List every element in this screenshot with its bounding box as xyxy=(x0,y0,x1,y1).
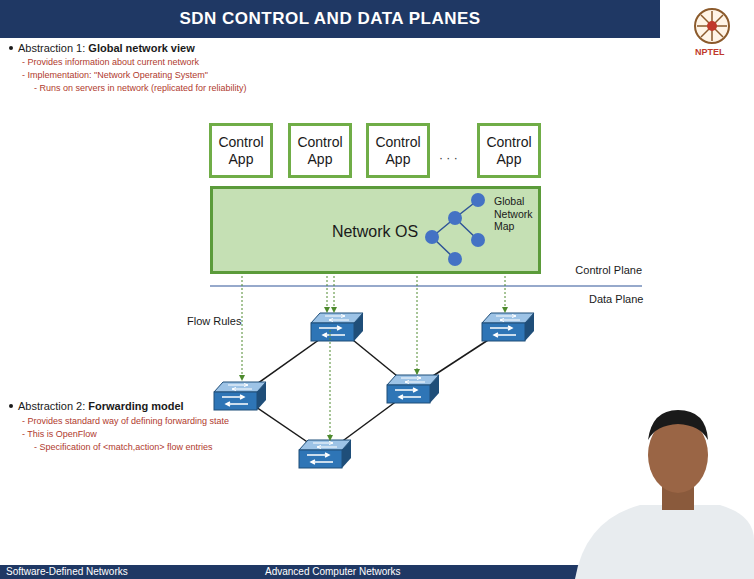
text-line: - This is OpenFlow xyxy=(22,428,97,440)
text-line: Control Plane xyxy=(575,263,642,277)
text-line: - Runs on servers in network (replicated… xyxy=(34,82,247,94)
text-line: Data Plane xyxy=(589,292,643,306)
control-app-box: Control App xyxy=(366,123,430,178)
node-title: Network OS xyxy=(305,222,445,242)
global-network-map xyxy=(425,193,485,266)
flow-rule-arrows xyxy=(242,276,505,440)
text-line: Abstraction 2: Forwarding model xyxy=(18,399,184,413)
title-bar xyxy=(0,0,660,38)
text-line: NPTEL xyxy=(695,46,725,58)
control-app-box: Control App xyxy=(209,123,273,178)
slide-text: Software-Defined Networks xyxy=(6,566,128,577)
slide-text: Data Plane xyxy=(589,293,643,305)
text-line: Advanced Computer Networks xyxy=(265,565,401,579)
node-title: Control App xyxy=(371,134,425,168)
slide-text: - This is OpenFlow xyxy=(22,429,97,439)
text-line: · · · xyxy=(439,150,458,166)
node-title: Control App xyxy=(214,134,268,168)
bullet-dots xyxy=(9,46,13,408)
slide-text: Abstraction 1: xyxy=(18,42,88,54)
text-line: - Implementation: "Network Operating Sys… xyxy=(22,69,208,81)
plane-divider xyxy=(210,285,642,286)
network-os-box: Network OS Global Network Map xyxy=(210,186,541,274)
control-app-box: Control App xyxy=(288,123,352,178)
text-line: Software-Defined Networks xyxy=(6,565,128,579)
slide-text: - Runs on servers in network (replicated… xyxy=(34,83,247,93)
control-app-box: Control App xyxy=(477,123,541,178)
node-title: Control App xyxy=(482,134,536,168)
node-note: Global Network Map xyxy=(494,195,538,233)
slide-text: Flow Rules xyxy=(187,315,241,327)
text-line: - Specification of <match,action> flow e… xyxy=(34,441,213,453)
slide-text: Global network view xyxy=(88,42,194,54)
slide-text: NPTEL xyxy=(695,47,725,57)
node-title: Control App xyxy=(293,134,347,168)
nptel-logo xyxy=(695,9,729,43)
text-line: Flow Rules xyxy=(187,314,241,328)
slide-text: - Provides standard way of defining forw… xyxy=(22,416,229,426)
text-line: - Provides information about current net… xyxy=(22,56,199,68)
slide-text: · · · xyxy=(439,151,458,165)
slide-text: - Specification of <match,action> flow e… xyxy=(34,442,213,452)
presenter-figure xyxy=(575,410,754,579)
slide-text: - Provides information about current net… xyxy=(22,57,199,67)
slide-text: Control Plane xyxy=(575,264,642,276)
network-os-fill xyxy=(213,189,538,271)
slide-title: SDN CONTROL AND DATA PLANES xyxy=(0,0,660,38)
slide-text: Abstraction 2: xyxy=(18,400,88,412)
slide-text: Advanced Computer Networks xyxy=(265,566,401,577)
switch-links xyxy=(240,327,508,454)
text-line: Abstraction 1: Global network view xyxy=(18,41,195,55)
slide-text: - Implementation: "Network Operating Sys… xyxy=(22,70,208,80)
slide-text: Forwarding model xyxy=(88,400,183,412)
network-switches xyxy=(214,313,534,468)
text-line: - Provides standard way of defining forw… xyxy=(22,415,229,427)
